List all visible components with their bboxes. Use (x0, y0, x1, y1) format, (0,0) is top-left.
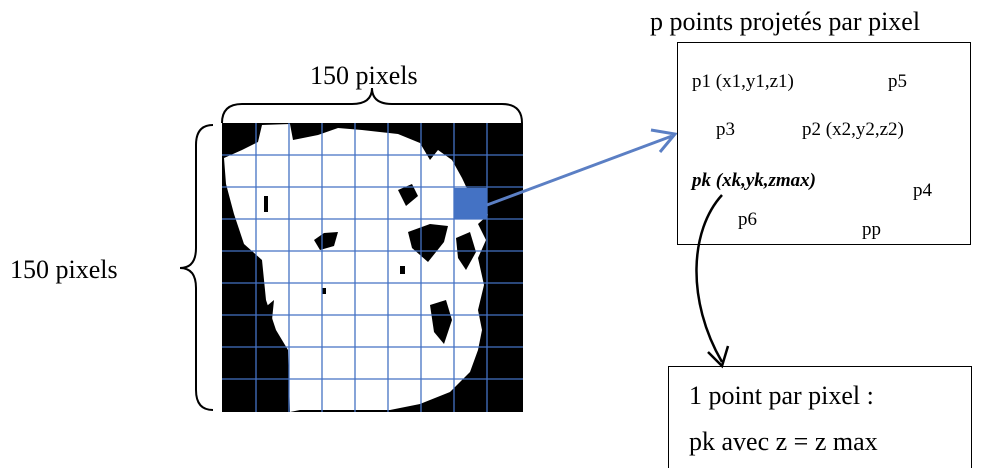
point-p1: p1 (x1,y1,z1) (692, 71, 794, 92)
result-box: 1 point par pixel : pk avec z = z max (668, 366, 972, 468)
point-p5: p5 (888, 71, 907, 92)
dark-speck (322, 288, 326, 294)
point-p6: p6 (738, 209, 757, 230)
dark-speck (262, 300, 274, 340)
dark-speck (408, 224, 448, 262)
point-pp: pp (862, 219, 881, 240)
point-p3: p3 (716, 119, 735, 140)
height-label: 150 pixels (10, 255, 118, 284)
projected-points-box: p1 (x1,y1,z1) p5 p3 p2 (x2,y2,z2) pk (xk… (677, 42, 971, 245)
result-line-1: 1 point par pixel : (689, 381, 874, 410)
width-brace (221, 87, 523, 124)
dark-speck (264, 196, 268, 212)
point-p2: p2 (x2,y2,z2) (802, 119, 904, 140)
point-pk: pk (xk,yk,zmax) (692, 170, 817, 191)
points-box-title: p points projetés par pixel (650, 7, 921, 36)
dark-speck (314, 232, 338, 250)
binary-image (222, 123, 523, 412)
projection-arrow (486, 128, 678, 207)
dark-speck (398, 184, 418, 206)
dark-speck (400, 266, 405, 274)
highlighted-pixel (454, 188, 487, 219)
width-label: 150 pixels (310, 61, 418, 90)
point-p4: p4 (913, 180, 932, 201)
white-region (224, 124, 488, 412)
dark-speck (430, 300, 452, 344)
result-line-2: pk avec z = z max (689, 427, 878, 456)
pixel-grid (222, 123, 523, 412)
height-brace (179, 124, 214, 411)
